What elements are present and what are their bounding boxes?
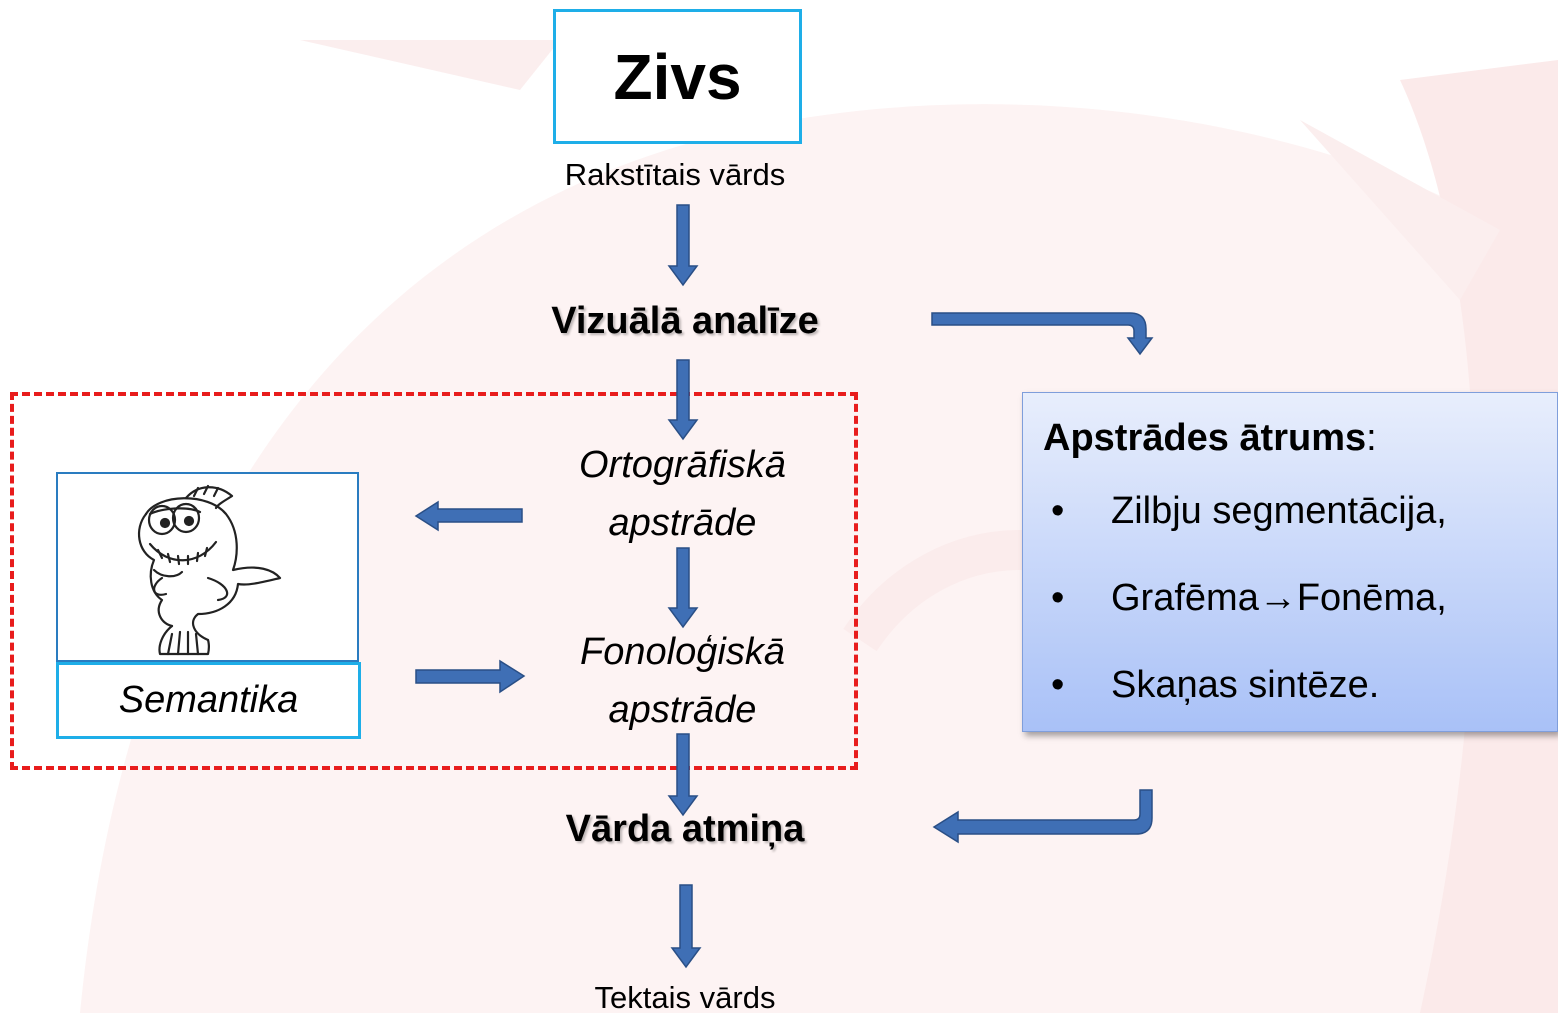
list-item-text: Grafēma→Fonēma,: [1111, 577, 1447, 619]
semantics-image: [56, 472, 359, 662]
processing-region-frame: [10, 392, 858, 770]
fish-cartoon-icon: [137, 484, 282, 656]
stage-phonological: Fonoloģiskā apstrāde: [500, 623, 865, 739]
caption-written-word: Rakstītais vārds: [564, 157, 786, 192]
arrow-down-icon: [667, 204, 699, 287]
semantics-label-box: Semantika: [56, 662, 361, 739]
list-item-text: Zilbju segmentācija,: [1111, 490, 1447, 532]
stage-visual-analysis: Vizuālā analīze: [551, 300, 819, 342]
stage-phonological-line1: Fonoloģiskā: [580, 631, 785, 673]
bullet-icon: •: [1051, 490, 1065, 532]
stage-orthographic-line1: Ortogrāfiskā: [579, 444, 786, 486]
stage-orthographic-line2: apstrāde: [608, 502, 757, 544]
caption-spoken-word: Tektais vārds: [594, 980, 776, 1015]
arrow-down-icon: [667, 359, 699, 441]
processing-speed-title-text: Apstrādes ātrums: [1043, 417, 1367, 459]
bullet-icon: •: [1051, 577, 1065, 619]
list-item: • Zilbju segmentācija,: [1043, 483, 1557, 570]
arrow-down-icon: [667, 733, 699, 817]
list-item: • Skaņas sintēze.: [1043, 657, 1557, 744]
arrow-right-icon: [415, 659, 526, 694]
stage-orthographic: Ortogrāfiskā apstrāde: [500, 436, 865, 552]
stage-phonological-line2: apstrāde: [608, 689, 757, 731]
processing-speed-box: Apstrādes ātrums: •Zilbju segmentācija, …: [1022, 392, 1558, 732]
written-word-box: Zivs: [553, 9, 802, 144]
list-item-text: Skaņas sintēze.: [1111, 664, 1380, 706]
processing-speed-title-suffix: :: [1366, 417, 1377, 459]
processing-speed-title: Apstrādes ātrums:: [1043, 407, 1557, 469]
arrow-bent-left-icon: [932, 789, 1153, 844]
arrow-left-icon: [414, 500, 523, 532]
list-item: • Grafēma→Fonēma,: [1043, 570, 1557, 657]
bullet-icon: •: [1051, 664, 1065, 706]
processing-speed-list: • Zilbju segmentācija, • Grafēma→Fonēma, •…: [1043, 483, 1557, 744]
semantics-label: Semantika: [118, 679, 299, 721]
arrow-down-icon: [670, 884, 702, 969]
arrow-down-icon: [667, 547, 699, 629]
stage-word-memory: Vārda atmiņa: [565, 808, 805, 850]
written-word-text: Zivs: [613, 40, 742, 113]
arrow-bent-down-icon: [931, 312, 1154, 356]
